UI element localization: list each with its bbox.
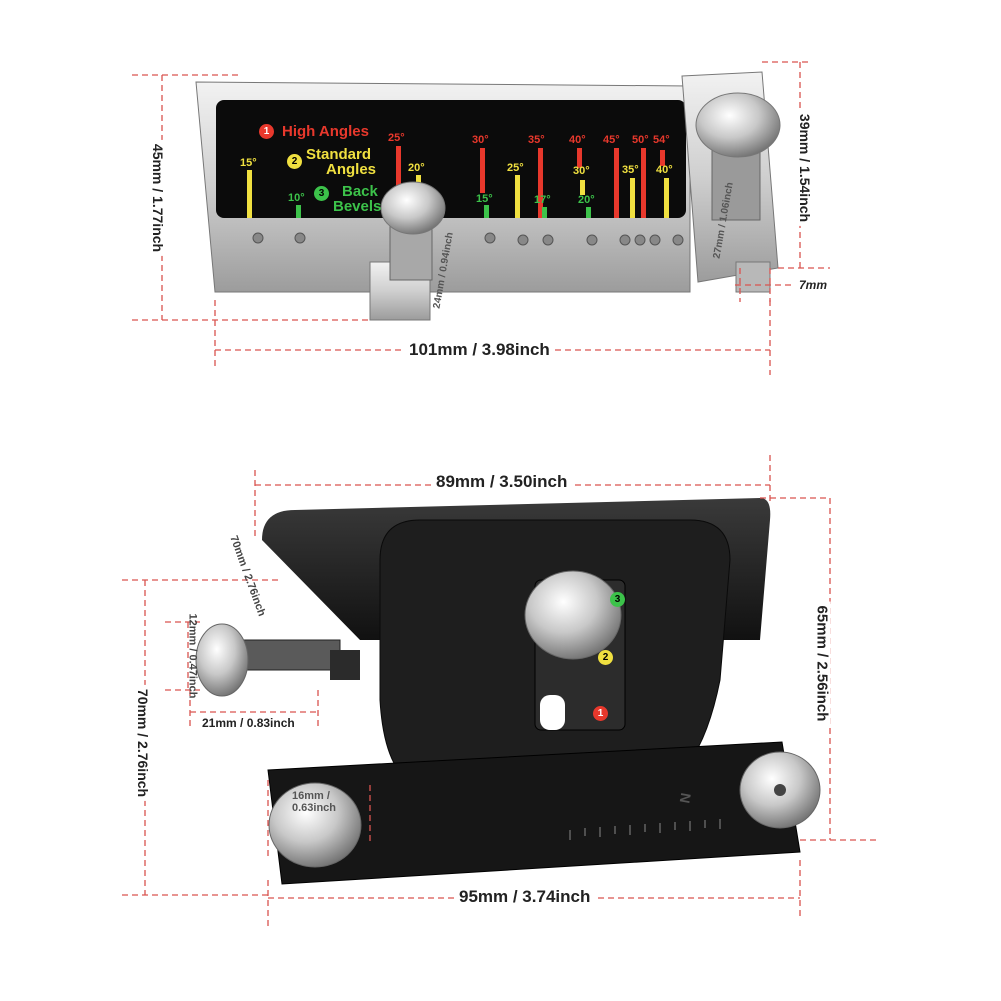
- legend-standard: Standard: [306, 146, 372, 163]
- angle-label: 30°: [472, 134, 489, 146]
- badge-red: 1: [593, 706, 608, 721]
- angle-label: 40°: [656, 164, 673, 176]
- angle-label: 35°: [622, 164, 639, 176]
- side-tab: [735, 261, 771, 293]
- badge-yellow: 2: [598, 650, 613, 665]
- top-knob: [524, 570, 622, 660]
- angle-label: 50°: [632, 134, 649, 146]
- dim-knob-dia: 12mm / 0.47inch: [186, 613, 199, 699]
- dim-bottom-top-width: 89mm / 3.50inch: [432, 472, 572, 492]
- dim-knob-len: 21mm / 0.83inch: [198, 716, 299, 730]
- angle-label: 15°: [240, 157, 257, 169]
- badge-green: 3: [610, 592, 625, 607]
- angle-label: 17°: [534, 194, 551, 206]
- angle-label: 20°: [578, 194, 595, 206]
- dim-top-height: 45mm / 1.77inch: [150, 139, 167, 257]
- screw-holes: [252, 232, 684, 246]
- angle-label: 30°: [573, 165, 590, 177]
- legend-bevels: Bevels: [333, 198, 382, 215]
- dim-right-height: 39mm / 1.54inch: [797, 109, 814, 227]
- angle-label: 15°: [476, 193, 493, 205]
- knob-top-right: [695, 92, 781, 221]
- scale-ticks: [569, 819, 721, 840]
- left-base-screw: [268, 782, 362, 868]
- angle-label: 54°: [653, 134, 670, 146]
- legend-badge-3: 3: [314, 186, 329, 201]
- dim-side: 7mm: [795, 278, 832, 292]
- dim-bottom-right-height: 65mm / 2.56inch: [813, 601, 831, 726]
- legend-badge-2: 2: [287, 154, 302, 169]
- top-tool: [132, 61, 830, 375]
- dim-top-width: 101mm / 3.98inch: [405, 340, 554, 360]
- side-knurled-knob: [195, 623, 360, 697]
- legend-high-angles: High Angles: [282, 123, 369, 140]
- legend-back: Back: [342, 183, 378, 200]
- legend-badge-1: 1: [259, 124, 274, 139]
- legend-angles: Angles: [326, 161, 377, 178]
- dim-bottom-left-height: 70mm / 2.76inch: [135, 684, 152, 802]
- angle-label: 10°: [288, 192, 305, 204]
- angle-label: 35°: [528, 134, 545, 146]
- angle-label: 25°: [388, 132, 405, 144]
- label-panel: [216, 100, 686, 218]
- dim-screw: 16mm / 0.63inch: [292, 790, 337, 814]
- top-dimension-lines: [132, 61, 830, 375]
- angle-label: 45°: [603, 134, 620, 146]
- angle-label: 20°: [408, 162, 425, 174]
- angle-label: 25°: [507, 162, 524, 174]
- angle-label: 40°: [569, 134, 586, 146]
- bottom-tool: [122, 455, 880, 930]
- knob-center: [380, 181, 446, 281]
- dim-bottom-width: 95mm / 3.74inch: [455, 887, 595, 907]
